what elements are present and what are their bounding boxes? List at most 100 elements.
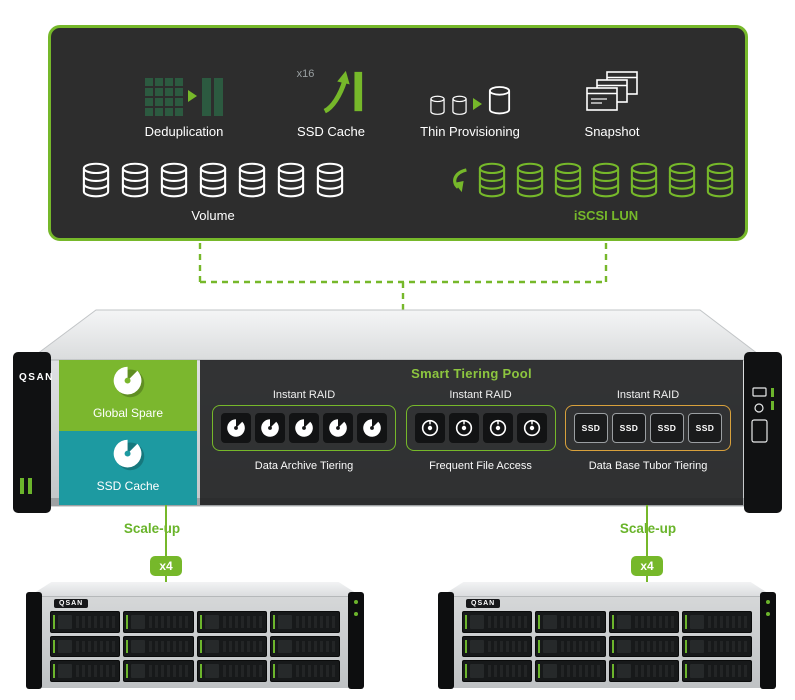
drive-led-icon xyxy=(684,664,687,678)
drive-vent xyxy=(561,665,602,677)
deduped-blocks-icon xyxy=(202,78,223,116)
volume-cylinder-row xyxy=(81,162,345,199)
drive-bay xyxy=(196,635,267,658)
unit-top-surface xyxy=(28,582,362,597)
rack-ear-left xyxy=(26,592,42,689)
x4-badge-left: x4 xyxy=(150,556,182,576)
raid-disk-group: SSD SSD SSD SSD xyxy=(565,405,731,451)
drive-latch xyxy=(543,639,558,654)
thin-provisioning-icon xyxy=(395,58,545,116)
iscsi-lun-row xyxy=(447,162,735,199)
drive-bay xyxy=(50,660,121,682)
drive-led-icon xyxy=(465,615,467,629)
drive-vent xyxy=(149,640,190,653)
scale-connector-left xyxy=(165,505,167,585)
qsan-logo: QSAN xyxy=(466,599,501,608)
hdd-disk-icon xyxy=(221,413,251,443)
ssd-tile-label: SSD xyxy=(657,423,677,433)
raid-disk-group xyxy=(212,405,396,451)
iscsi-lun-cylinder-icon xyxy=(705,162,735,199)
rack-ear-right xyxy=(348,592,364,689)
drive-vent xyxy=(295,665,336,677)
drive-led-icon xyxy=(53,615,55,629)
iscsi-lun-cylinder-icon xyxy=(515,162,545,199)
rack-ear-left xyxy=(438,592,454,689)
drive-led-icon xyxy=(611,664,614,678)
drive-latch xyxy=(58,615,72,629)
instant-raid-label: Instant RAID xyxy=(272,389,336,401)
hdd-disk-icon xyxy=(414,413,445,443)
drive-led-icon xyxy=(272,639,275,654)
ssd-tile-icon: SSD xyxy=(688,413,722,443)
drive-bay xyxy=(535,611,606,633)
drive-latch xyxy=(204,615,219,629)
drive-latch xyxy=(277,639,292,654)
drive-led-icon xyxy=(538,664,541,678)
drive-vent xyxy=(295,616,336,628)
drive-led-icon xyxy=(611,615,614,629)
led-icon xyxy=(354,612,358,616)
smart-tiering-pool: Smart Tiering Pool Instant RAID xyxy=(200,360,743,505)
hdd-disk-icon xyxy=(110,363,147,400)
tier-database: Instant RAID SSD SSD SSD SSD Data Base T… xyxy=(565,389,731,472)
drive-latch xyxy=(689,615,704,629)
drive-vent xyxy=(76,616,117,628)
drive-latch xyxy=(616,615,631,629)
drive-bay xyxy=(535,635,606,658)
drive-led-icon xyxy=(611,639,614,654)
cylinder-icon xyxy=(429,95,446,116)
drive-bay xyxy=(123,635,194,658)
qsan-logo: QSAN xyxy=(54,599,89,608)
drive-latch xyxy=(689,664,704,678)
drive-latch xyxy=(58,639,72,654)
drive-latch xyxy=(616,639,631,654)
drive-bay xyxy=(608,635,679,658)
drive-vent xyxy=(634,665,675,677)
drive-vent xyxy=(222,616,263,628)
drive-bay xyxy=(462,635,533,658)
cylinder-icon xyxy=(451,95,468,116)
feature-ssd-cache: x16 SSD Cache xyxy=(256,58,406,139)
hdd-disk-icon xyxy=(323,413,353,443)
drive-latch xyxy=(131,664,146,678)
iscsi-lun-cylinder-icon xyxy=(477,162,507,199)
cylinder-icon xyxy=(487,85,512,116)
drive-vent xyxy=(488,640,529,653)
hdd-disk-icon xyxy=(357,413,387,443)
status-led-icons xyxy=(20,388,774,494)
rack-ear-right xyxy=(760,592,776,689)
ssd-cache-label: SSD Cache xyxy=(297,124,365,139)
drive-vent xyxy=(222,640,263,653)
iscsi-cylinder-strip xyxy=(477,162,735,199)
drive-vent xyxy=(149,616,190,628)
led-icon xyxy=(766,600,770,604)
ssd-tile-label: SSD xyxy=(695,423,715,433)
drive-bay xyxy=(535,660,606,682)
iscsi-lun-cylinder-icon xyxy=(667,162,697,199)
arrow-right-icon xyxy=(472,98,482,110)
drive-vent xyxy=(707,665,748,677)
volume-cylinder-icon xyxy=(81,162,111,199)
global-spare-box: Global Spare xyxy=(59,360,197,431)
ssd-tile-label: SSD xyxy=(581,423,601,433)
drive-latch xyxy=(543,615,558,629)
drive-bay xyxy=(681,611,752,633)
hdd-disk-icon xyxy=(289,413,319,443)
drive-bay xyxy=(269,660,340,682)
front-panel-controls xyxy=(751,387,768,443)
ssd-cache-multiplier: x16 xyxy=(296,68,315,80)
drive-bay xyxy=(462,660,533,682)
drive-led-icon xyxy=(126,639,129,654)
drive-led-icon xyxy=(538,615,541,629)
drive-latch xyxy=(616,664,631,678)
drive-bay xyxy=(196,611,267,633)
volume-label: Volume xyxy=(191,208,235,223)
drive-bay xyxy=(50,635,121,658)
ssd-cache-box-label: SSD Cache xyxy=(96,479,160,493)
global-spare-label: Global Spare xyxy=(92,406,164,420)
led-icon xyxy=(766,612,770,616)
volume-cylinder-icon xyxy=(159,162,189,199)
drive-latch xyxy=(470,664,484,678)
iscsi-lun-label: iSCSI LUN xyxy=(573,208,639,223)
